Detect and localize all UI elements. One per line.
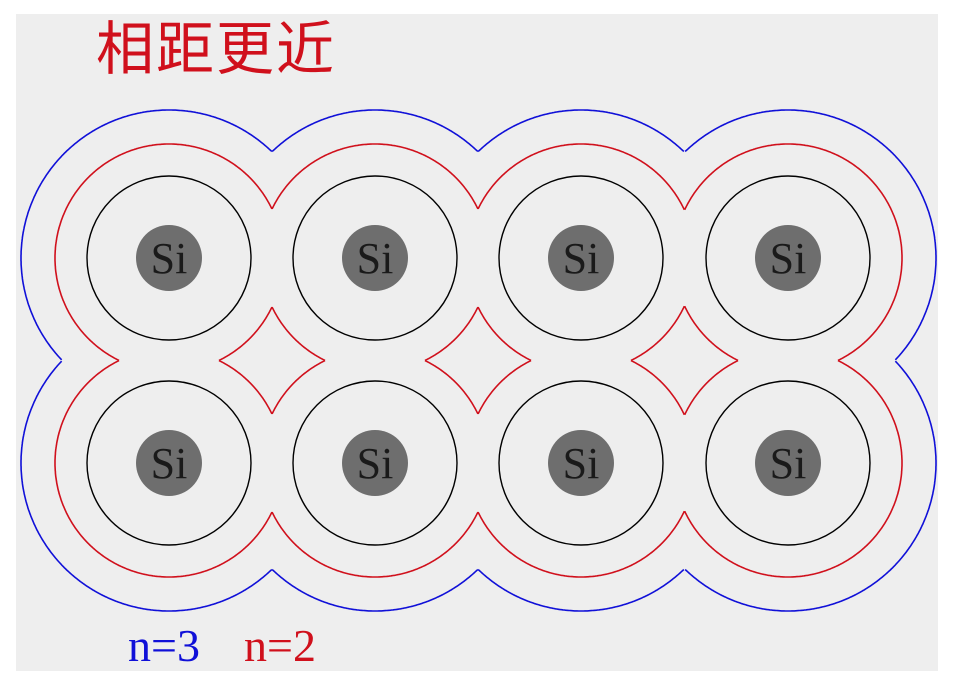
atom-label: Si (563, 439, 600, 488)
legend-n2: n=2 (244, 620, 316, 671)
shell-envelopes (20, 109, 937, 612)
si-atom: Si (292, 175, 458, 341)
atom-core (548, 430, 614, 496)
atom-core (136, 225, 202, 291)
inner-shell-ring (705, 380, 871, 546)
si-atom: Si (86, 380, 252, 546)
inner-shell-ring (292, 175, 458, 341)
si-atom: Si (705, 175, 871, 341)
shell-envelope-n3 (20, 109, 937, 612)
legend-n3: n=3 (128, 620, 200, 671)
atom-label: Si (563, 234, 600, 283)
atom-label: Si (151, 234, 188, 283)
atom-core (136, 430, 202, 496)
atom-core (342, 430, 408, 496)
atom-core (755, 430, 821, 496)
si-atom: Si (498, 175, 664, 341)
inner-shell-ring (86, 380, 252, 546)
atom-label: Si (357, 234, 394, 283)
atom-label: Si (357, 439, 394, 488)
si-atom: Si (498, 380, 664, 546)
inner-shell-ring (292, 380, 458, 546)
atom-label: Si (770, 234, 807, 283)
si-atom: Si (292, 380, 458, 546)
si-atom: Si (86, 175, 252, 341)
inner-shell-ring (498, 380, 664, 546)
inner-shell-ring (86, 175, 252, 341)
atom-label: Si (770, 439, 807, 488)
atom-core (548, 225, 614, 291)
atom-core (755, 225, 821, 291)
diagram-panel (16, 14, 938, 671)
inner-shell-ring (498, 175, 664, 341)
inner-shell-ring (705, 175, 871, 341)
si-atom: Si (705, 380, 871, 546)
diagram-title: 相距更近 (96, 15, 337, 83)
atom-core (342, 225, 408, 291)
shell-envelope-n2 (54, 143, 903, 578)
atom-label: Si (151, 439, 188, 488)
